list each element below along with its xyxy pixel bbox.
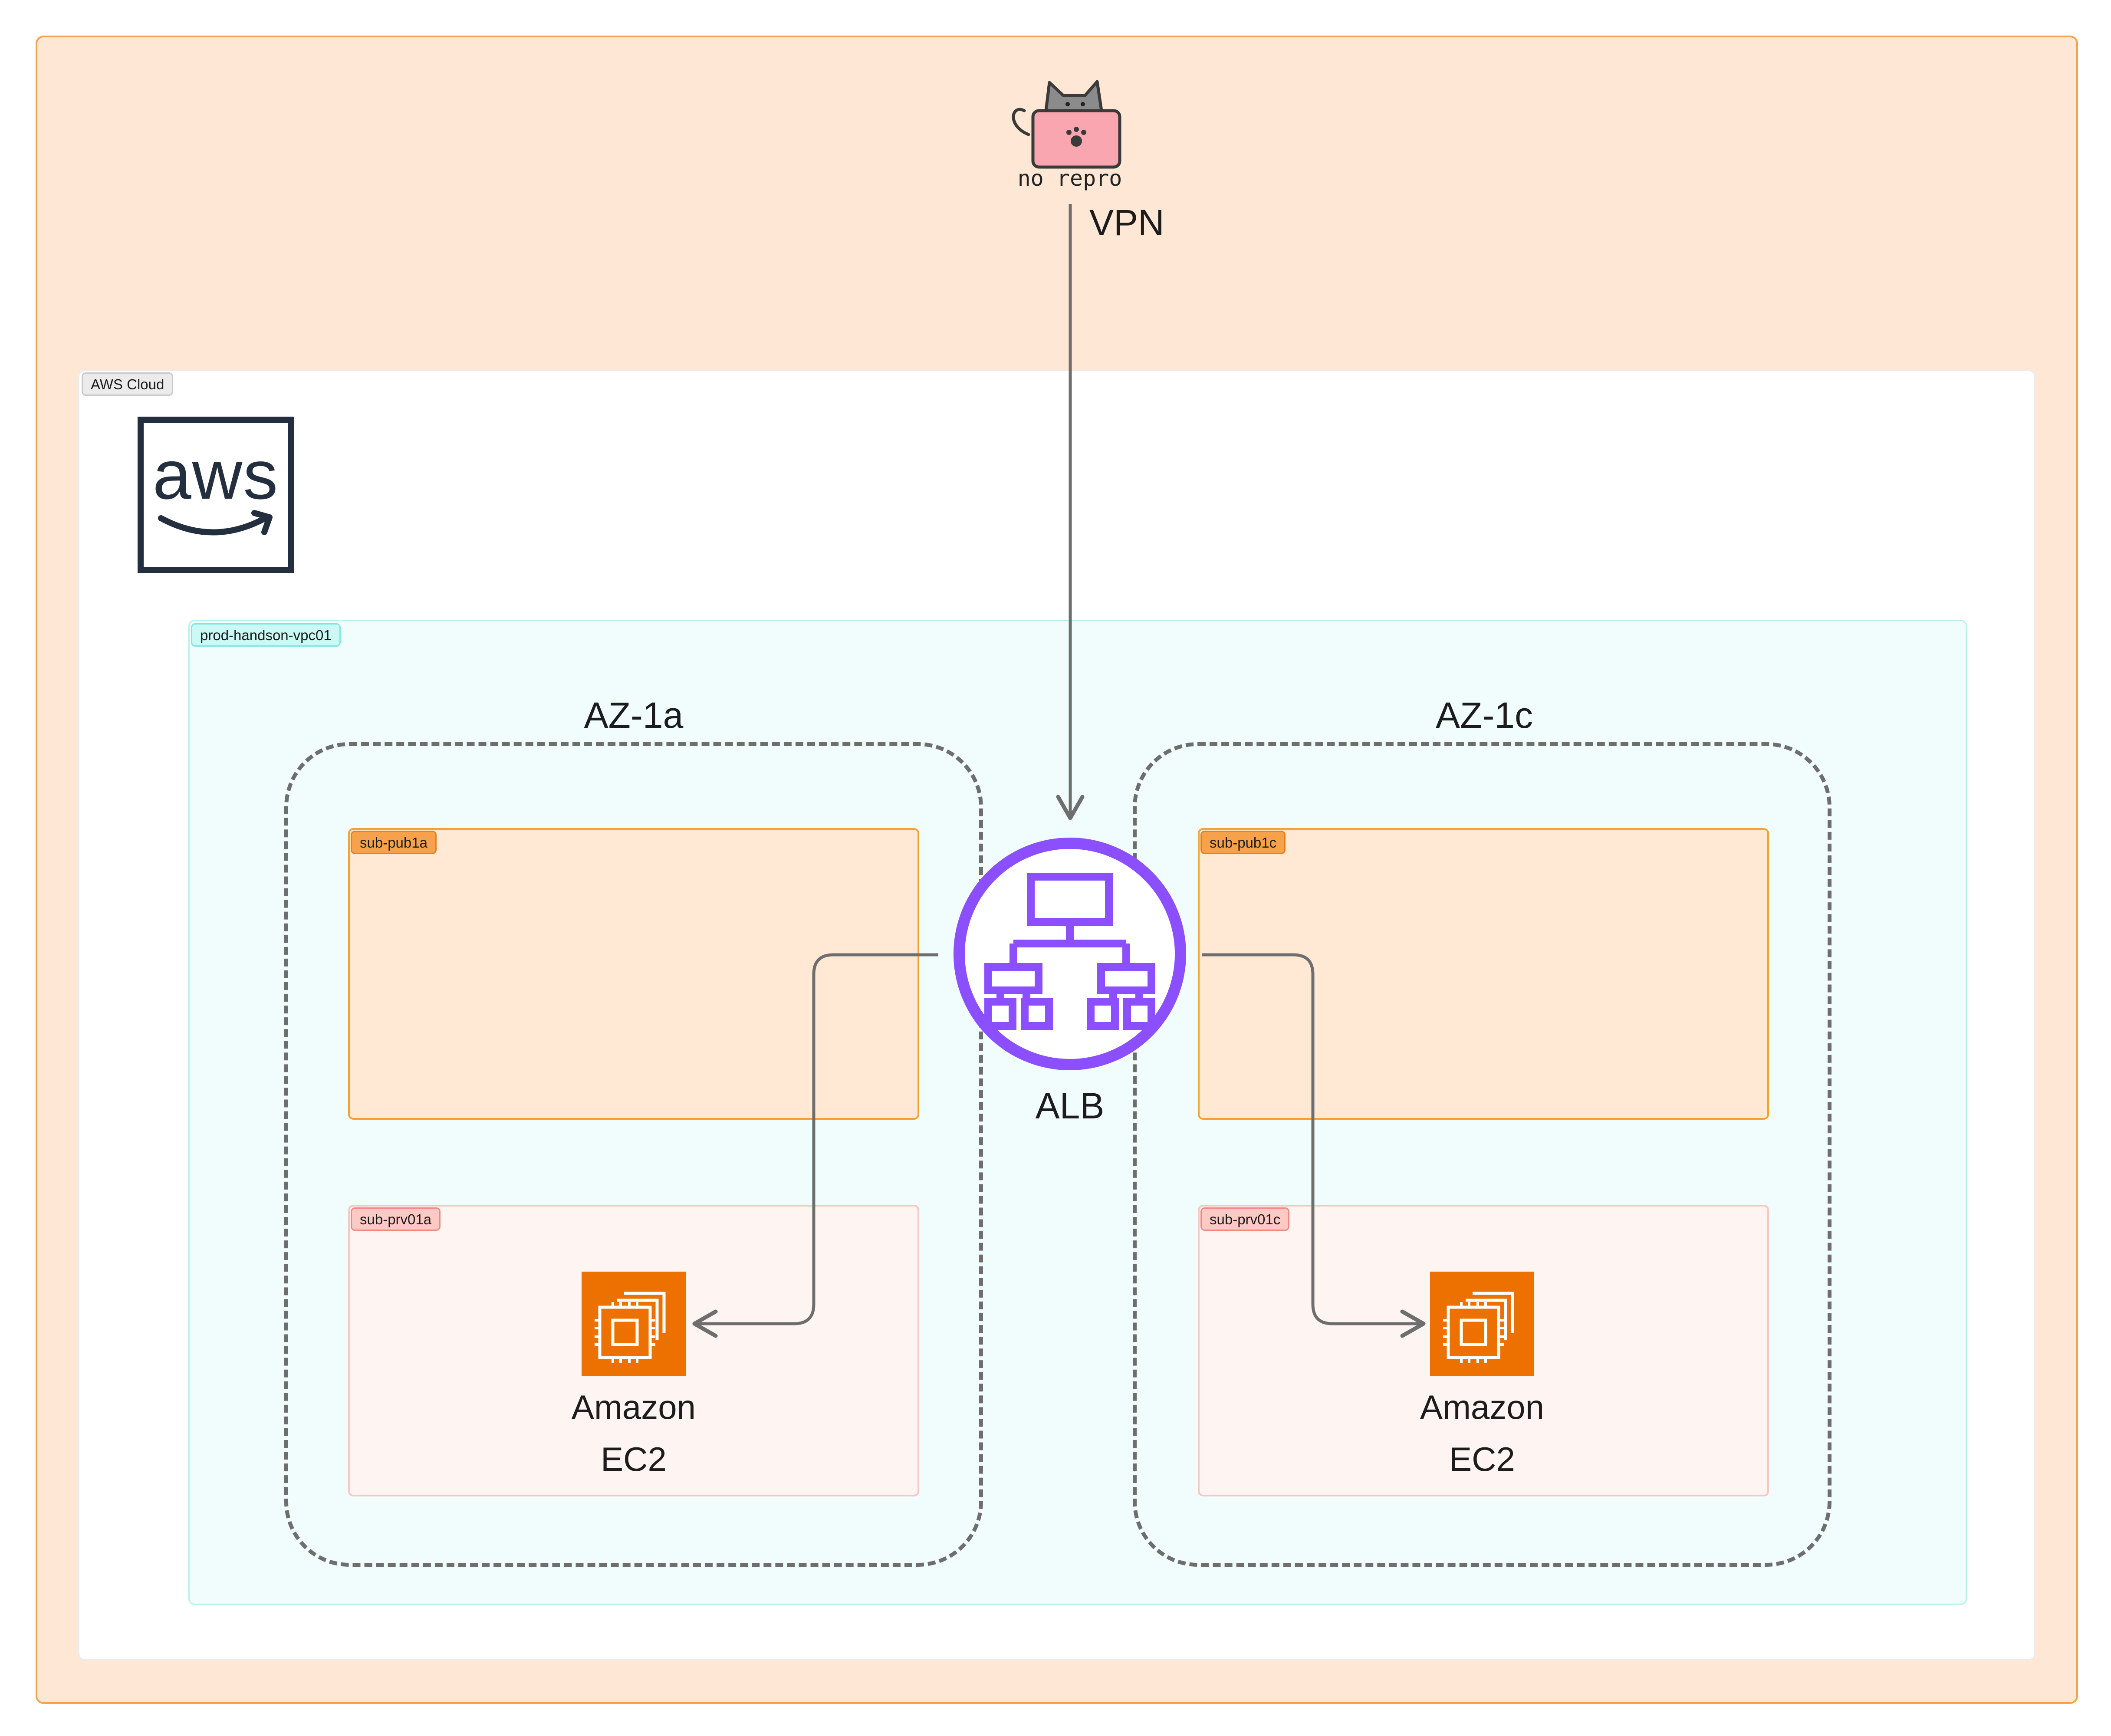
ec2-label-line1: Amazon bbox=[1420, 1388, 1545, 1426]
client-name: no repro bbox=[1017, 166, 1122, 191]
vpn-label: VPN bbox=[1089, 202, 1164, 243]
ec2-instance-1a[interactable]: Amazon EC2 bbox=[525, 1272, 742, 1497]
aws-smile-icon bbox=[158, 510, 273, 536]
az-title-1c: AZ-1c bbox=[1435, 695, 1533, 736]
alb-label: ALB bbox=[1035, 1085, 1105, 1126]
private-subnet-tag-1a: sub-prv01a bbox=[351, 1207, 441, 1231]
client-node[interactable]: no repro bbox=[998, 69, 1141, 204]
ec2-icon bbox=[582, 1272, 686, 1376]
private-subnet-tag-1c: sub-prv01c bbox=[1200, 1207, 1290, 1231]
alb-to-ec2-1c bbox=[1202, 953, 1426, 1338]
public-subnet-1a bbox=[348, 828, 919, 1120]
az-title-1a: AZ-1a bbox=[584, 695, 684, 736]
cat-laptop-icon bbox=[1012, 80, 1121, 169]
ec2-label-line2: EC2 bbox=[1449, 1440, 1515, 1478]
aws-logo: aws bbox=[138, 417, 294, 573]
public-subnet-tag-1c: sub-pub1c bbox=[1200, 831, 1286, 854]
public-subnet-tag-1a: sub-pub1a bbox=[351, 831, 437, 854]
public-subnet-1c bbox=[1198, 828, 1769, 1120]
ec2-icon bbox=[1430, 1272, 1534, 1376]
alb-node[interactable]: ALB bbox=[953, 837, 1187, 1141]
aws-logo-text: aws bbox=[152, 436, 279, 513]
alb-icon bbox=[954, 838, 1186, 1070]
alb-to-ec2-1a bbox=[692, 953, 938, 1338]
aws-cloud-tag: AWS Cloud bbox=[82, 372, 174, 396]
ec2-instance-1c[interactable]: Amazon EC2 bbox=[1374, 1272, 1591, 1497]
availability-zone-1c bbox=[1133, 742, 1832, 1567]
vpc-tag: prod-handson-vpc01 bbox=[191, 623, 341, 647]
availability-zone-1a bbox=[284, 742, 983, 1567]
ec2-label-line2: EC2 bbox=[601, 1440, 667, 1478]
ec2-label-line1: Amazon bbox=[571, 1388, 696, 1426]
